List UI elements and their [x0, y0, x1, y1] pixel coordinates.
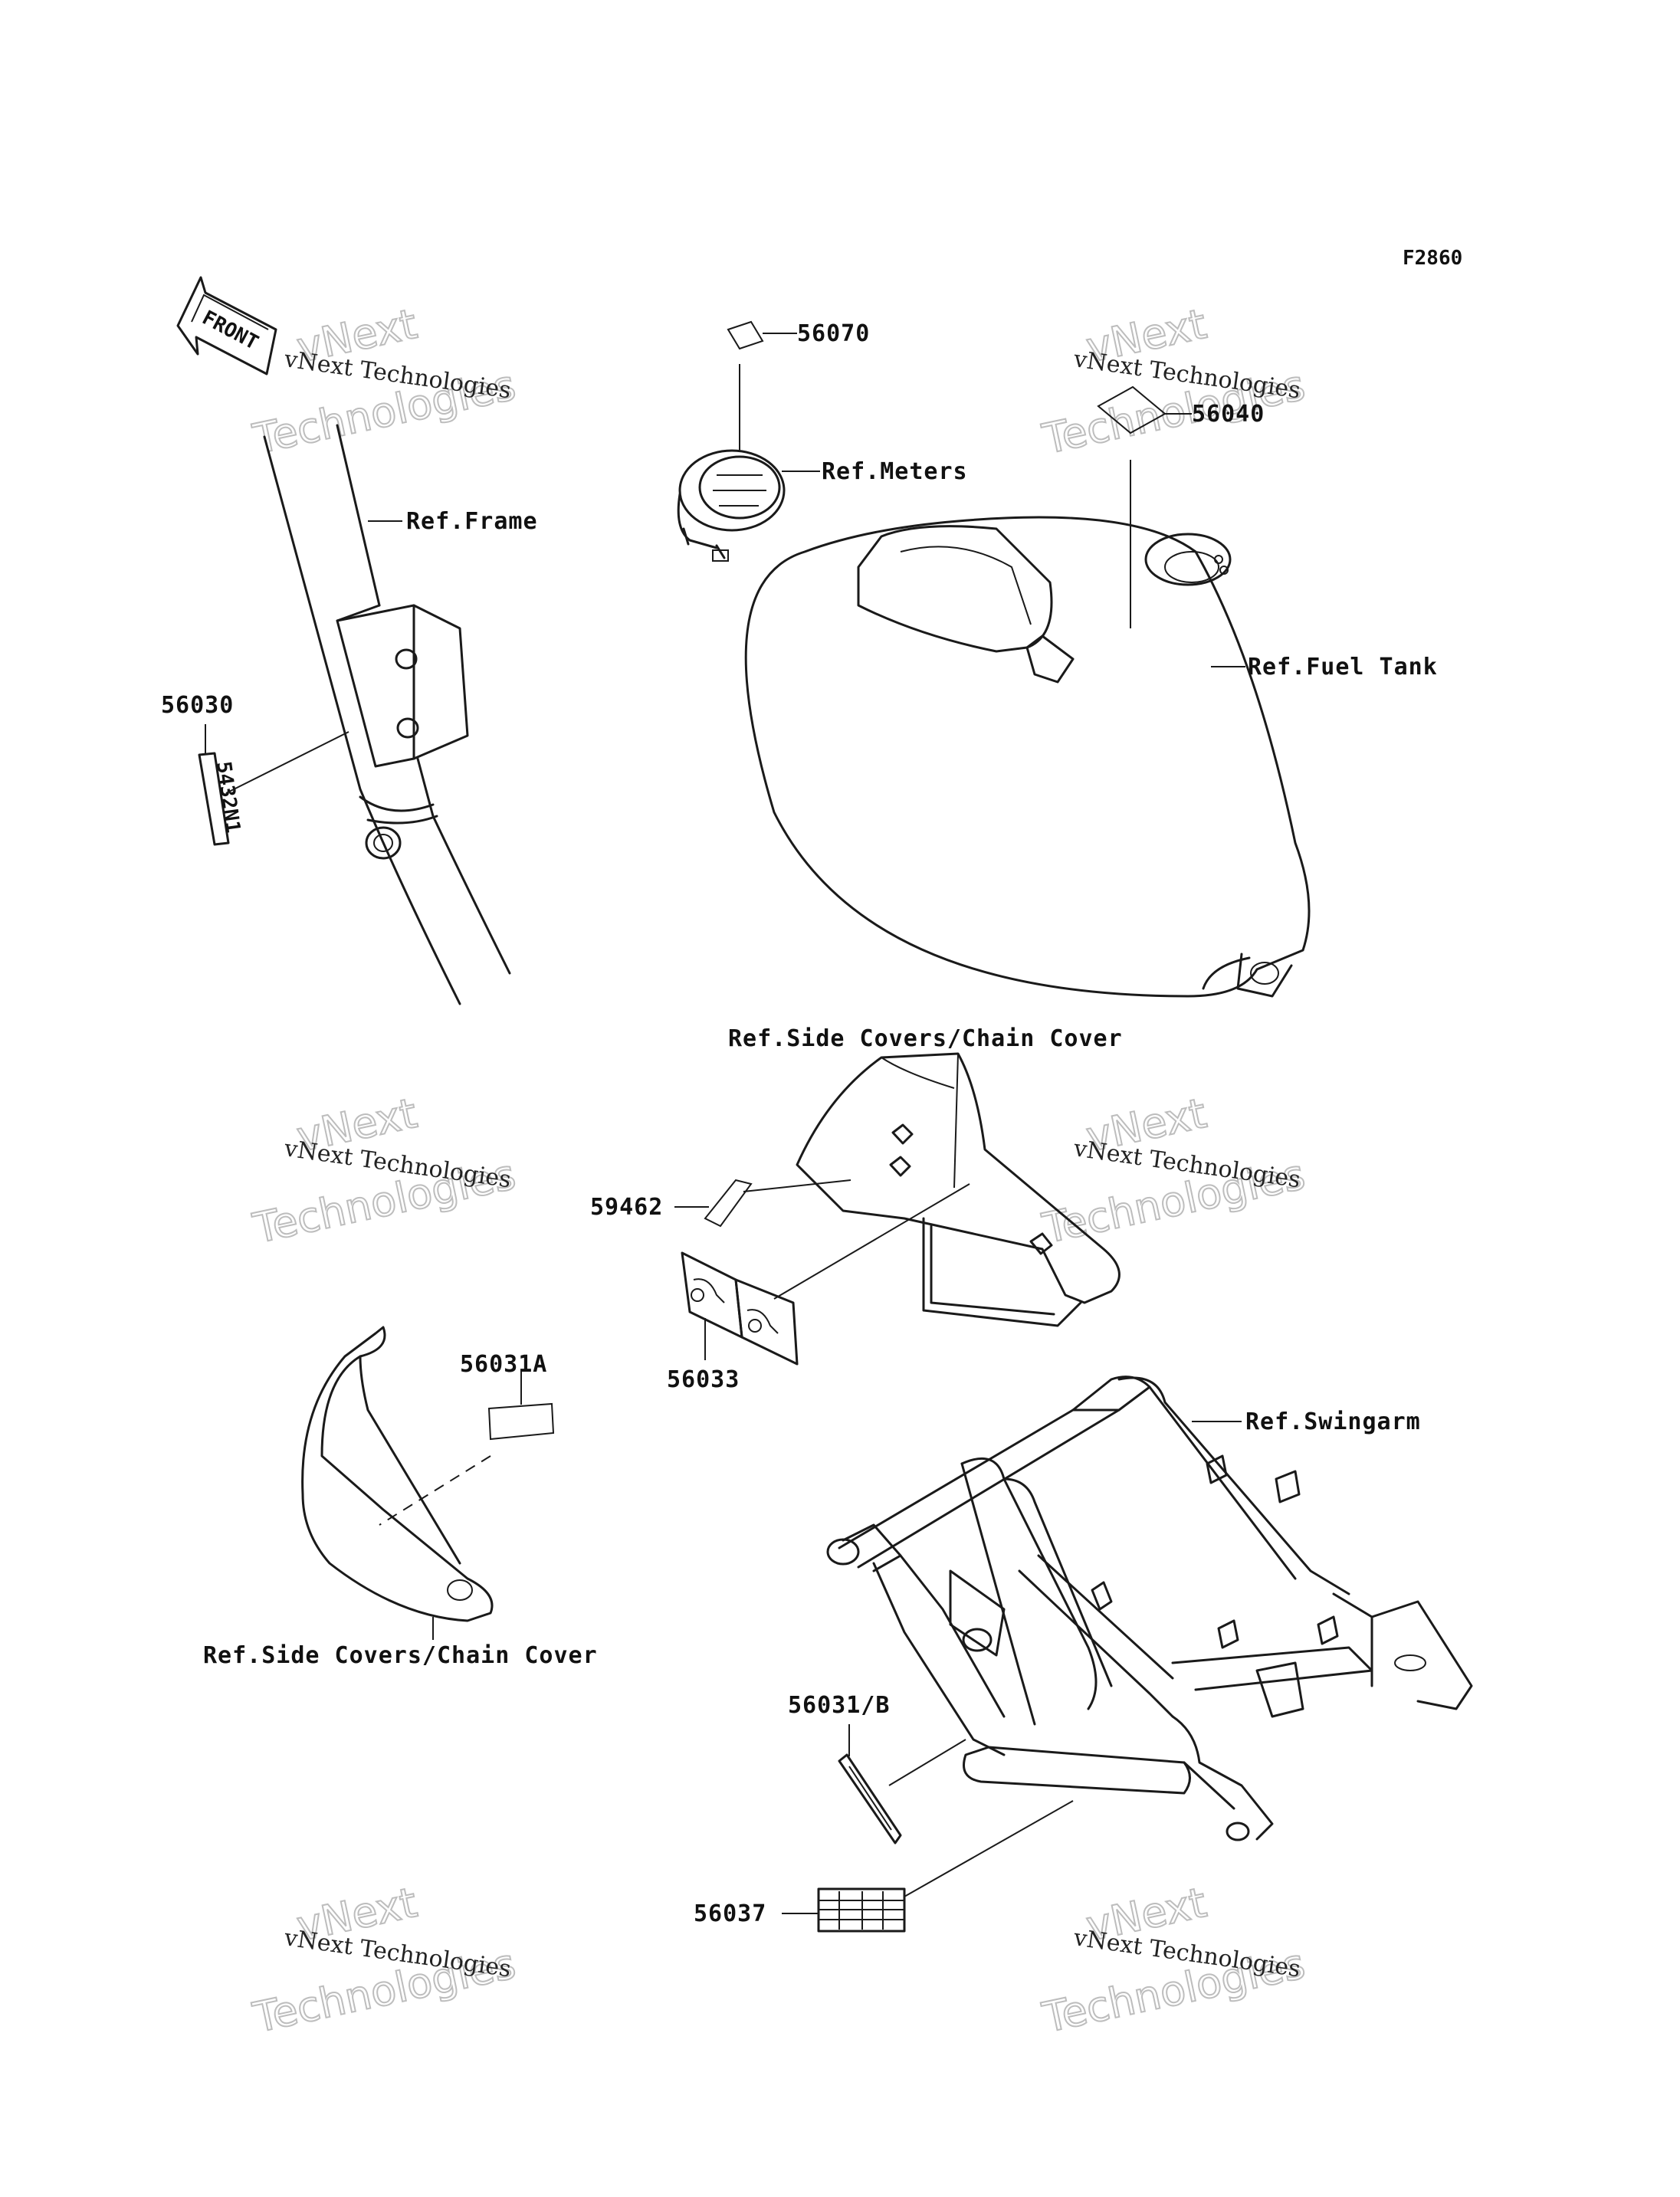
decal-56031b — [838, 1753, 902, 1844]
label-56033: 56033 — [667, 1366, 740, 1393]
decal-56070 — [727, 320, 764, 350]
chain-cover-drawing — [796, 1052, 1121, 1327]
label-ref-frame: Ref.Frame — [406, 508, 538, 535]
decal-56033 — [681, 1251, 799, 1366]
decal-56037 — [817, 1887, 906, 1933]
leader-56031b-part — [888, 1739, 966, 1786]
label-ref-side-covers-top: Ref.Side Covers/Chain Cover — [728, 1025, 1123, 1052]
label-ref-fuel-tank: Ref.Fuel Tank — [1248, 654, 1438, 680]
label-56031a: 56031A — [460, 1351, 547, 1378]
frame-drawing — [263, 424, 511, 1005]
front-arrow-icon: FRONT — [176, 276, 277, 375]
label-56031b: 56031/B — [788, 1692, 890, 1719]
decal-56031a — [487, 1402, 555, 1441]
label-ref-side-covers-bottom: Ref.Side Covers/Chain Cover — [203, 1642, 598, 1669]
leader-56030-part — [225, 731, 349, 794]
decal-56030: 5432N1 — [198, 752, 244, 846]
label-ref-meters: Ref.Meters — [822, 458, 968, 485]
left-side-cover-drawing — [301, 1326, 494, 1622]
label-56070: 56070 — [797, 320, 870, 347]
label-56037: 56037 — [694, 1900, 766, 1927]
figure-code: F2860 — [1403, 247, 1462, 270]
swingarm-drawing — [826, 1376, 1473, 1841]
decal-56030-text: 5432N1 — [212, 760, 244, 835]
fuel-tank-drawing — [744, 516, 1311, 998]
leader-56031a-part — [379, 1455, 491, 1526]
meter-drawing — [677, 449, 786, 562]
label-59462: 59462 — [590, 1194, 663, 1221]
label-56040: 56040 — [1192, 401, 1265, 428]
leader-56033-part — [773, 1183, 970, 1300]
front-arrow-label: FRONT — [199, 307, 262, 355]
label-ref-swingarm: Ref.Swingarm — [1245, 1408, 1421, 1435]
decal-59462 — [704, 1179, 753, 1228]
leader-56037-part — [904, 1800, 1074, 1897]
label-56030: 56030 — [161, 692, 234, 719]
leader-59462-part — [743, 1179, 851, 1192]
